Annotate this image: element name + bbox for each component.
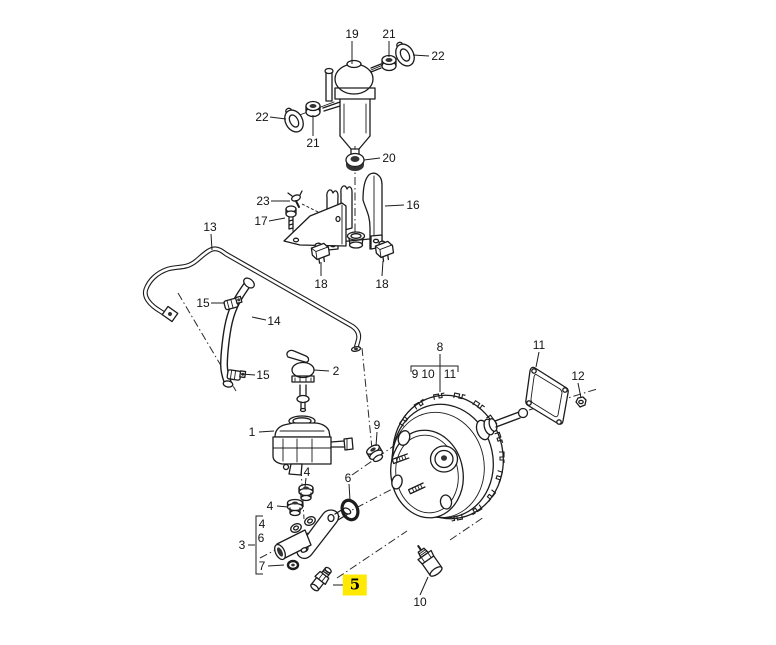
callout-13[interactable]: 13 [203, 220, 217, 234]
callout-3[interactable]: 3 [238, 538, 246, 552]
wing-bracket-22-left-drawing [284, 107, 304, 133]
mounting-bracket-16-drawing [283, 172, 383, 251]
nut-21-right-drawing [381, 54, 397, 72]
callout-10[interactable]: 10 [421, 367, 435, 381]
vacuum-pipe-13-drawing [142, 246, 362, 352]
callout-4[interactable]: 4 [266, 499, 274, 513]
leader-1 [258, 430, 275, 433]
callout-8[interactable]: 8 [436, 340, 444, 354]
leader-20 [363, 157, 381, 161]
callout-18[interactable]: 18 [375, 277, 389, 291]
grommet-4-upper-drawing [298, 483, 314, 502]
leader-4 [304, 477, 307, 488]
leader-2 [313, 369, 330, 372]
leader-22 [269, 116, 287, 120]
callout-9[interactable]: 9 [411, 367, 419, 381]
group-bracket-3 [255, 515, 263, 575]
leader-13 [210, 233, 213, 251]
grommet-4-lower-drawing [286, 498, 304, 517]
callout-1[interactable]: 1 [248, 425, 256, 439]
callout-19[interactable]: 19 [345, 27, 359, 41]
callout-7[interactable]: 7 [258, 559, 266, 573]
leader-18 [381, 260, 384, 277]
leader-10 [419, 576, 429, 596]
valve-2-drawing [286, 349, 315, 413]
callout-21[interactable]: 21 [306, 136, 320, 150]
leader-16 [384, 204, 405, 207]
callout-15[interactable]: 15 [196, 296, 210, 310]
callout-10[interactable]: 10 [413, 595, 427, 609]
leader-15 [240, 373, 256, 376]
callout-21[interactable]: 21 [382, 27, 396, 41]
callout-leader-lines [210, 41, 582, 596]
brake-booster-8-drawing [390, 392, 529, 522]
callout-18[interactable]: 18 [314, 277, 328, 291]
leader-12 [577, 382, 582, 399]
switch-10-drawing [417, 545, 443, 577]
leader-11 [535, 351, 540, 368]
leader-14 [251, 316, 267, 321]
callout-5-highlighted[interactable]: 5 [342, 574, 368, 596]
gasket-11-drawing [525, 366, 569, 425]
leader-17 [268, 217, 286, 222]
nut-21-left-drawing [305, 100, 321, 118]
leader-9 [375, 431, 378, 447]
seal-7-drawing [286, 559, 300, 571]
callout-4[interactable]: 4 [303, 465, 311, 479]
rubber-mount-18-right-drawing [374, 240, 395, 262]
leader-4 [276, 505, 289, 508]
callout-14[interactable]: 14 [267, 314, 281, 328]
wing-bracket-22-right-drawing [395, 41, 415, 67]
grommet-9-drawing [366, 444, 384, 463]
callout-17[interactable]: 17 [254, 214, 268, 228]
callout-11[interactable]: 11 [443, 367, 457, 381]
group-bracket-8 [410, 365, 459, 372]
bolt-17-drawing [285, 205, 297, 230]
callout-6[interactable]: 6 [344, 471, 352, 485]
clip-23-drawing [287, 190, 303, 208]
booster-pushrod [475, 407, 529, 441]
callout-12[interactable]: 12 [571, 369, 585, 383]
leader-22 [412, 54, 430, 57]
o-ring-6-drawing [340, 498, 360, 522]
nut-12-drawing [575, 396, 587, 408]
callout-11[interactable]: 11 [532, 338, 546, 352]
rubber-mount-18-left-drawing [310, 242, 331, 264]
sensor-5-drawing [310, 566, 332, 592]
booster-stud [391, 453, 410, 465]
callout-9[interactable]: 9 [373, 418, 381, 432]
assembly-axis-lines [177, 52, 598, 579]
callout-23[interactable]: 23 [256, 194, 270, 208]
callout-4[interactable]: 4 [258, 517, 266, 531]
callout-16[interactable]: 16 [406, 198, 420, 212]
reservoir-1-drawing [272, 415, 354, 476]
booster-stud [407, 482, 426, 495]
master-cylinder-3-drawing [273, 507, 352, 561]
callout-20[interactable]: 20 [382, 151, 396, 165]
leader-6 [348, 483, 351, 501]
callout-22[interactable]: 22 [431, 49, 445, 63]
callout-15[interactable]: 15 [256, 368, 270, 382]
clamp-15-top-drawing [223, 295, 243, 311]
clamp-15-bottom-drawing [226, 369, 247, 381]
vacuum-pump-drawing [322, 59, 382, 157]
callout-22[interactable]: 22 [255, 110, 269, 124]
grommet-20-drawing [345, 152, 365, 171]
callout-6[interactable]: 6 [257, 531, 265, 545]
booster-rim-pattern [398, 392, 505, 522]
leader-7 [267, 564, 285, 567]
callout-2[interactable]: 2 [332, 364, 340, 378]
